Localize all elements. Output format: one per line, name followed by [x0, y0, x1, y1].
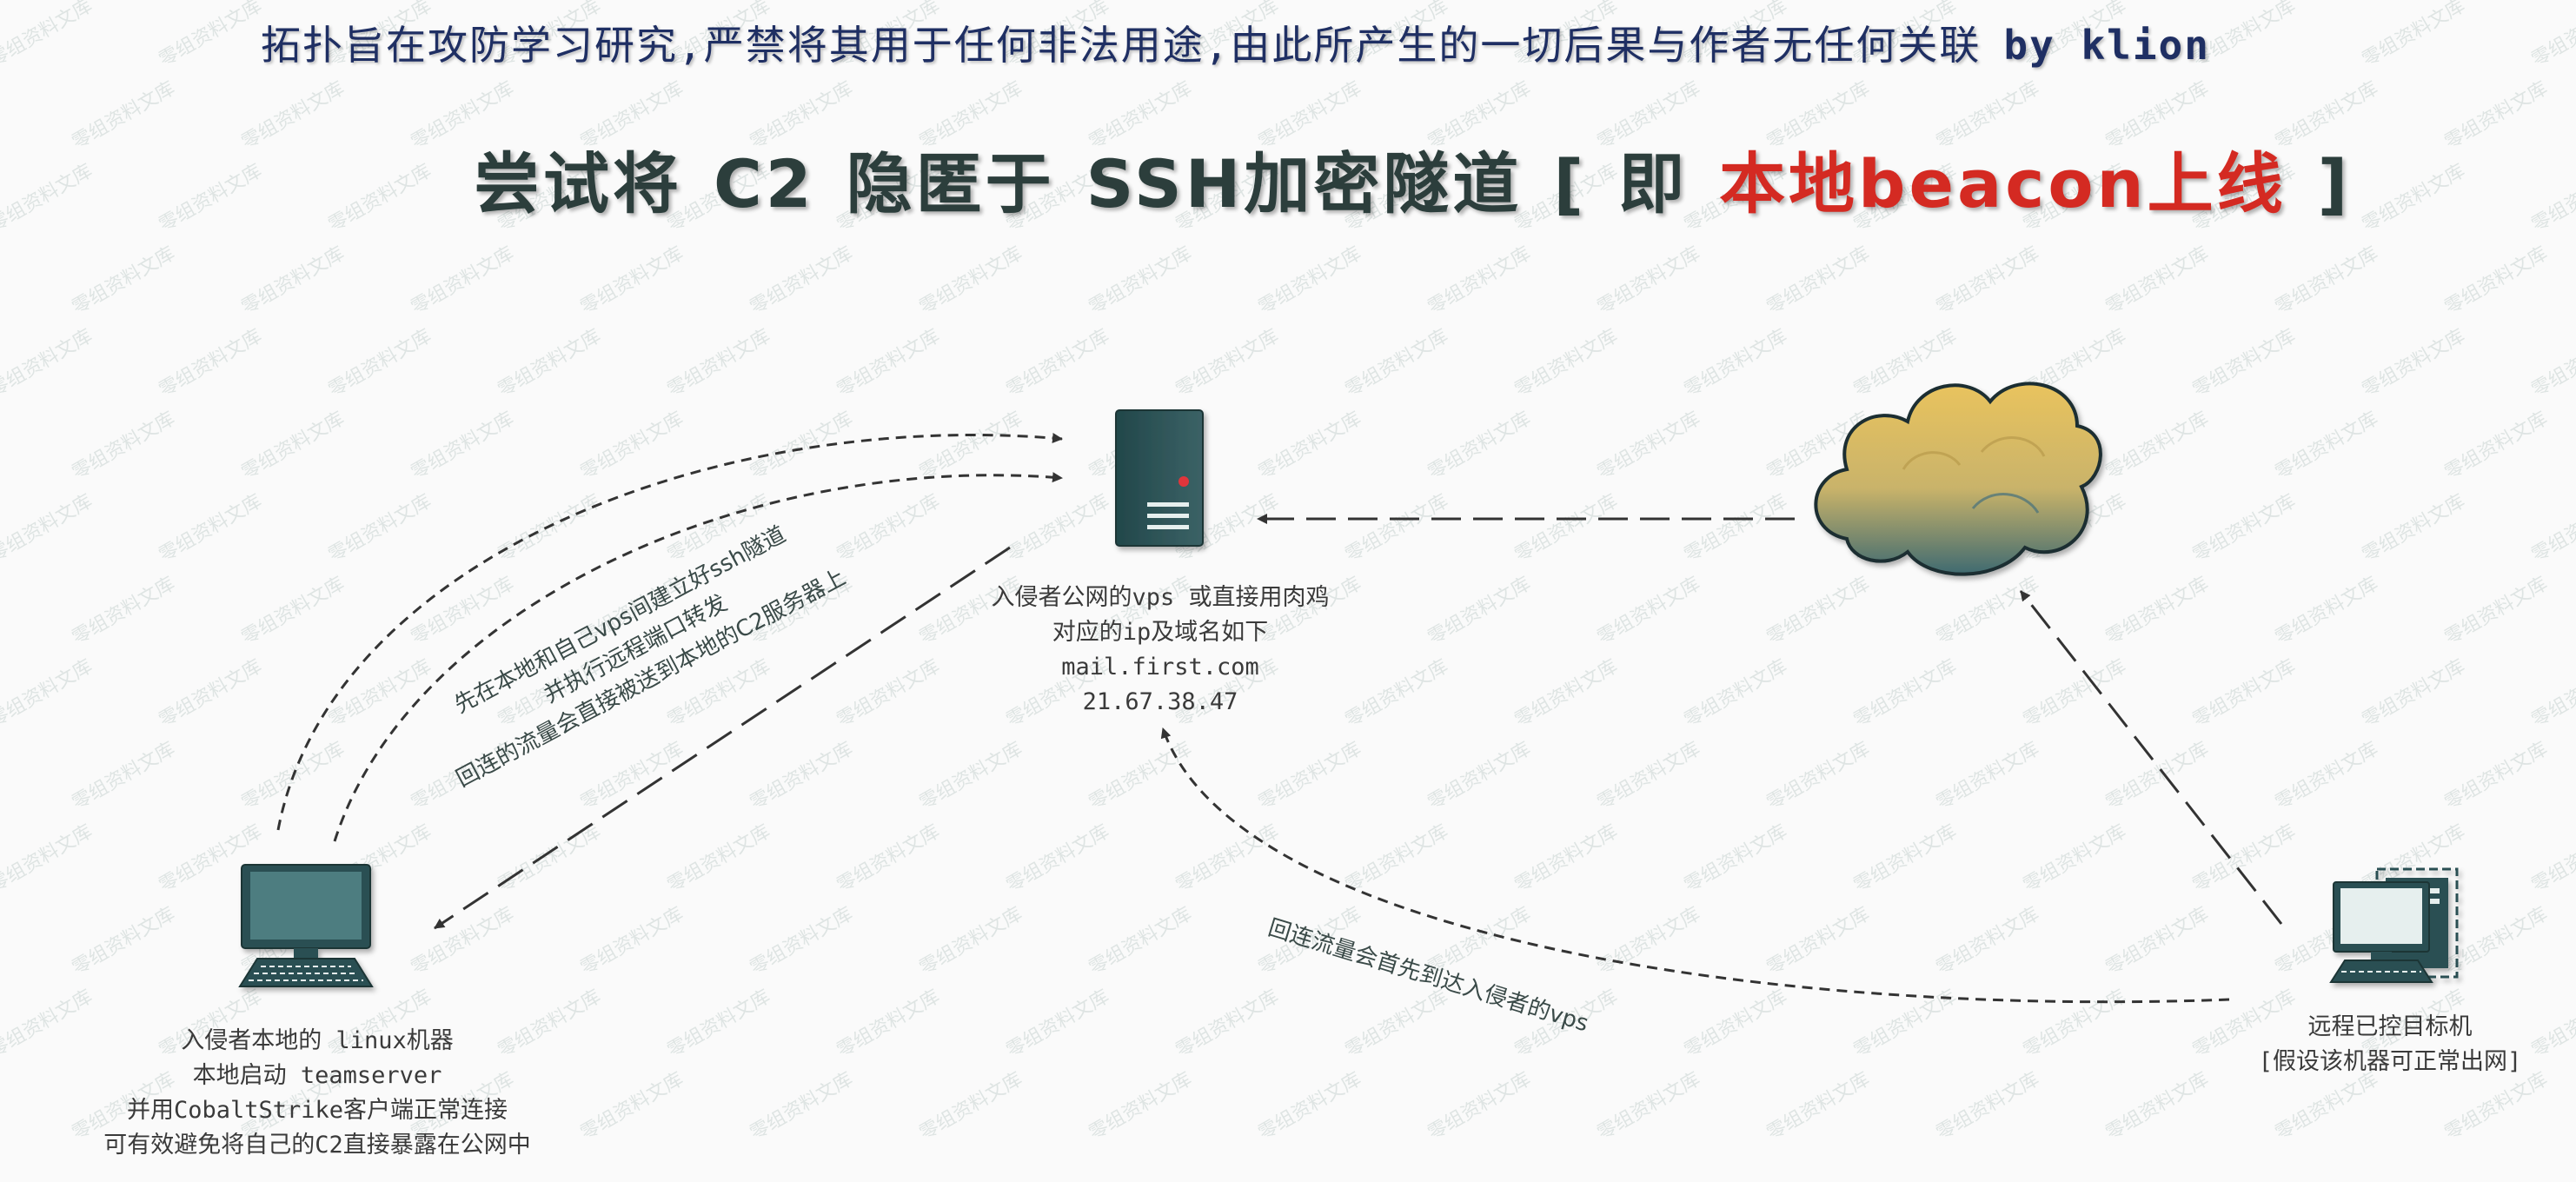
vps-ip: 21.67.38.47 [1082, 688, 1238, 715]
target-label: 远程已控目标机 [假设该机器可正常出网] [2216, 1010, 2564, 1079]
disclaimer-text: 拓扑旨在攻防学习研究,严禁将其用于任何非法用途,由此所产生的一切后果与作者无任何… [261, 22, 1982, 69]
linux-label-line: 本地启动 teamserver [192, 1062, 442, 1089]
target-label-line: 远程已控目标机 [2307, 1013, 2473, 1040]
ssh-arrow-inner [333, 472, 1063, 842]
title-bracket-close: ] [2317, 145, 2352, 222]
linux-label-line: 入侵者本地的 linux机器 [181, 1027, 454, 1054]
vps-label-line: 入侵者公网的vps 或直接用肉鸡 [991, 584, 1330, 611]
target-to-cloud-arrow [2019, 590, 2283, 925]
title-part2: C2 [714, 145, 815, 222]
vps-domain: mail.first.com [1061, 654, 1259, 681]
compromised-computer-icon [2329, 867, 2459, 983]
ssh-arrow-outer [276, 433, 1063, 831]
desktop-computer-icon [238, 864, 374, 987]
linux-label: 入侵者本地的 linux机器 本地启动 teamserver 并用CobaltS… [52, 1024, 582, 1163]
target-label-line: [假设该机器可正常出网] [2258, 1048, 2522, 1075]
title-part1: 尝试将 [474, 145, 682, 222]
title-bracket-open: [ [1553, 145, 1588, 222]
disclaimer-banner: 拓扑旨在攻防学习研究,严禁将其用于任何非法用途,由此所产生的一切后果与作者无任何… [261, 14, 2210, 71]
forward-arrow-to-linux [434, 546, 1011, 930]
title-highlight: 本地beacon上线 [1719, 145, 2287, 222]
title-part5: 即 [1618, 145, 1689, 222]
linux-label-line: 可有效避免将自己的C2直接暴露在公网中 [103, 1132, 531, 1159]
title-part4: SSH加密隧道 [1086, 145, 1523, 222]
cloud-icon [1814, 382, 2102, 576]
linux-label-line: 并用CobaltStrike客户端正常连接 [126, 1097, 508, 1124]
vps-label-line: 对应的ip及域名如下 [1052, 619, 1269, 646]
page-title: 尝试将 C2 隐匿于 SSH加密隧道 [ 即本地beacon上线] [474, 130, 2351, 226]
author-credit: by klion [2003, 22, 2210, 69]
vps-label: 入侵者公网的vps 或直接用肉鸡 对应的ip及域名如下 mail.first.c… [943, 581, 1378, 720]
server-icon [1115, 409, 1204, 547]
title-part3: 隐匿于 [846, 145, 1055, 222]
